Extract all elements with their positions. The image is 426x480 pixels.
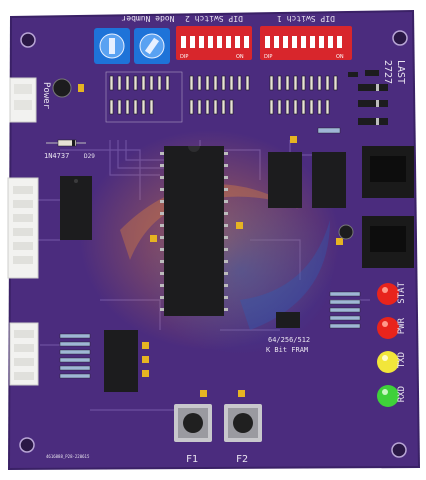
stat-label: STAT bbox=[397, 281, 407, 303]
ethernet-jack-top bbox=[362, 146, 414, 198]
mounting-hole bbox=[392, 30, 408, 46]
dip-switch-1: DIP ON bbox=[260, 26, 352, 60]
electrolytic-capacitor bbox=[52, 78, 72, 98]
resistor-array-left bbox=[59, 333, 91, 379]
ethernet-jack-bottom bbox=[362, 216, 414, 268]
fram-chip bbox=[276, 312, 300, 328]
led-txd bbox=[377, 351, 399, 373]
zener-label: 1N4737 bbox=[44, 152, 69, 160]
last-label: LAST bbox=[395, 60, 406, 84]
connector-j2 bbox=[7, 177, 39, 279]
rs485-diodes bbox=[348, 70, 388, 125]
resistor-array-right bbox=[329, 291, 361, 329]
led-stat bbox=[377, 283, 399, 305]
electrolytic-capacitor-10uf bbox=[338, 224, 354, 240]
ic-u6 bbox=[312, 152, 346, 208]
txd-label: TXD bbox=[397, 352, 407, 368]
pwr-label: PWR bbox=[397, 317, 407, 334]
led-pwr bbox=[377, 317, 399, 339]
fram-label-line-2: K Bit FRAM bbox=[266, 346, 308, 354]
tantalum-capacitor bbox=[78, 84, 84, 92]
button-f2 bbox=[224, 404, 262, 442]
dip-1-on: ON bbox=[336, 54, 344, 60]
zener-ref: D29 bbox=[84, 153, 95, 160]
rxd-label: RXD bbox=[397, 386, 407, 402]
microcontroller bbox=[160, 146, 228, 316]
part-number-label: 2727 bbox=[382, 60, 393, 84]
ceramic-capacitors bbox=[142, 136, 343, 397]
ic-left bbox=[60, 176, 92, 240]
diode-array-left bbox=[105, 71, 183, 123]
node-number-switches bbox=[94, 28, 170, 64]
dip-2-ribbon: DIP bbox=[180, 54, 188, 60]
zener-diode bbox=[46, 139, 86, 147]
mounting-hole bbox=[20, 32, 36, 48]
mounting-hole bbox=[391, 442, 407, 458]
mounting-hole bbox=[19, 437, 35, 453]
resistor-top-right bbox=[317, 127, 341, 134]
dip-2-on: ON bbox=[236, 54, 244, 60]
f1-label: F1 bbox=[186, 454, 198, 465]
footer-code: 4616888_P28-220615 bbox=[46, 454, 90, 459]
power-connector bbox=[9, 77, 37, 123]
ic-u5 bbox=[268, 152, 302, 208]
dip-1-ribbon: DIP bbox=[264, 54, 272, 60]
node-number-label: Node Number bbox=[121, 14, 174, 23]
dip-switch-1-label: DIP Switch 1 bbox=[277, 14, 335, 23]
diode-array-mid bbox=[189, 75, 250, 115]
diode-array-right bbox=[269, 75, 338, 115]
dip-switch-2-label: DIP Switch 2 bbox=[185, 14, 243, 23]
button-f1 bbox=[174, 404, 212, 442]
led-rxd bbox=[377, 385, 399, 407]
power-label: Power bbox=[41, 82, 51, 110]
f2-label: F2 bbox=[236, 454, 248, 465]
connector-j3 bbox=[9, 322, 39, 386]
dip-switch-2: DIP ON bbox=[176, 26, 252, 60]
ic-bottom-left bbox=[104, 330, 138, 392]
fram-label-line-1: 64/256/512 bbox=[268, 336, 310, 344]
